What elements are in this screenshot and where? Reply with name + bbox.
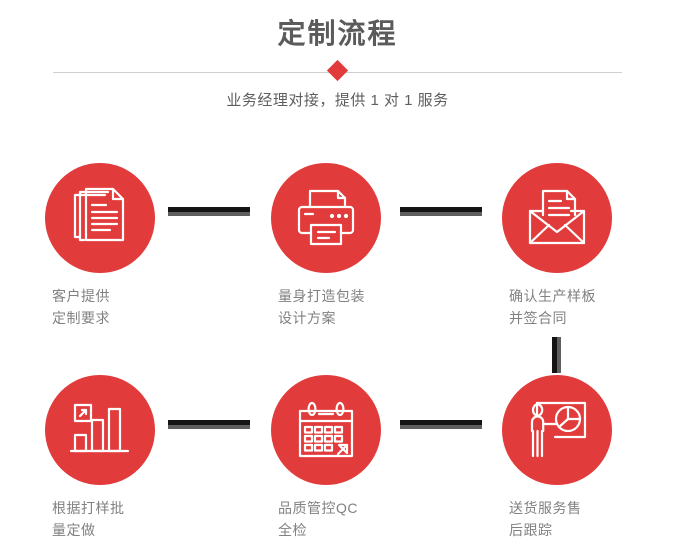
calendar-icon: [293, 397, 359, 463]
step-1-circle[interactable]: [45, 163, 155, 273]
step-5-circle[interactable]: [271, 375, 381, 485]
printer-icon: [293, 185, 359, 251]
step-3-circle[interactable]: [502, 163, 612, 273]
bar-chart-growth-icon: [67, 397, 133, 463]
connector-bar-gray: [557, 337, 561, 373]
connector-step4-to-step5: [168, 420, 250, 429]
header-section: 定制流程 业务经理对接，提供 1 对 1 服务: [0, 0, 675, 130]
connector-step2-to-step3: [400, 207, 482, 216]
connector-bar-dark: [400, 207, 482, 212]
flow-step-5-label: 品质管控QC 全检: [278, 500, 358, 538]
page-subtitle: 业务经理对接，提供 1 对 1 服务: [226, 92, 449, 109]
connector-bar-dark: [168, 420, 250, 425]
title-divider: [53, 59, 622, 82]
flow-step-3-label: 确认生产样板 并签合同: [509, 288, 596, 326]
connector-bar-gray: [168, 425, 250, 429]
connector-bar-gray: [168, 212, 250, 216]
connector-step3-to-step6: [552, 337, 561, 373]
step-6-circle[interactable]: [502, 375, 612, 485]
flow-step-1-label: 客户提供 定制要求: [52, 288, 110, 326]
presenter-pie-chart-icon: [524, 397, 590, 463]
flow-step-2-label: 量身打造包装 设计方案: [278, 288, 365, 326]
connector-bar-dark: [168, 207, 250, 212]
connector-step1-to-step2: [168, 207, 250, 216]
flow-step-6-label: 送货服务售 后跟踪: [509, 500, 582, 538]
connector-bar-dark: [552, 337, 557, 373]
connector-bar-dark: [400, 420, 482, 425]
documents-stack-icon: [67, 185, 133, 251]
connector-bar-gray: [400, 425, 482, 429]
step-4-circle[interactable]: [45, 375, 155, 485]
flow-step-4-label: 根据打样批 量定做: [52, 500, 125, 538]
connector-step5-to-step6: [400, 420, 482, 429]
page-title: 定制流程: [277, 18, 398, 49]
step-2-circle[interactable]: [271, 163, 381, 273]
envelope-letter-icon: [524, 185, 590, 251]
connector-bar-gray: [400, 212, 482, 216]
